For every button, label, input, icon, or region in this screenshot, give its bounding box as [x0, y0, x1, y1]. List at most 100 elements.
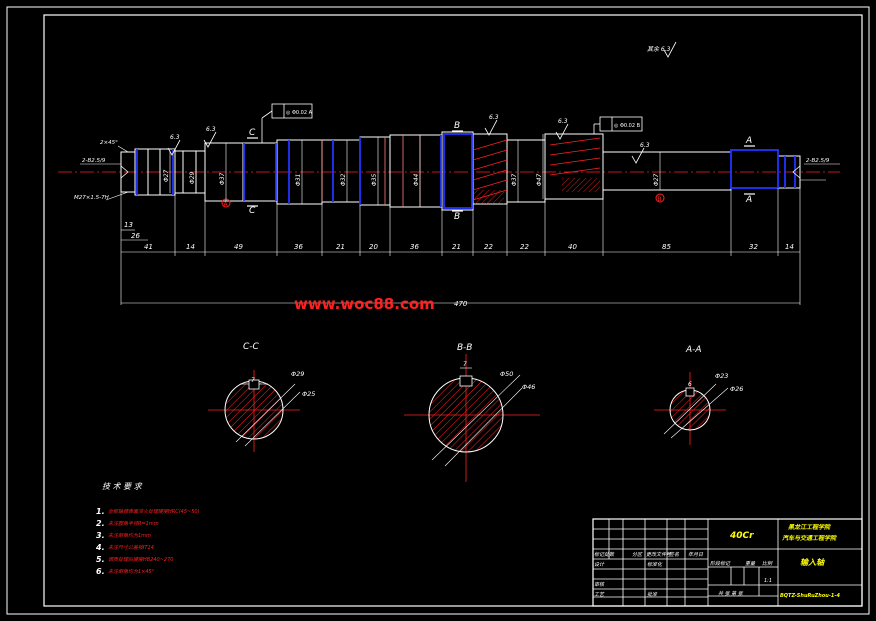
dim-overall: 470 [454, 300, 468, 308]
section-bb-title: B-B [457, 343, 472, 353]
section-mark-a-top: A [745, 136, 752, 146]
section-cc-d-outer: Φ29 [291, 370, 304, 378]
step-edges [321, 135, 421, 207]
dim-49: 49 [234, 243, 243, 251]
section-aa-d-outer: Φ23 [715, 372, 728, 380]
tb-label-change-doc: 更改文件号 [646, 551, 672, 558]
diameter-label-4: Φ31 [295, 174, 302, 186]
dim-36b: 36 [410, 243, 419, 251]
tech-req-item-3: 未注倒角均为1mm [108, 532, 151, 539]
tb-school-line2: 汽车与交通工程学院 [782, 534, 837, 542]
section-aa-d-inner: Φ26 [730, 385, 743, 393]
diameter-label-3: Φ37 [219, 172, 226, 185]
tb-label-scale: 比例 [762, 560, 773, 567]
shaft-main-view: C C B B A A A B 6.3 6 [58, 41, 840, 308]
diameter-label-8: Φ37 [511, 173, 518, 186]
section-aa-key-width: 6 [688, 381, 692, 388]
section-mark-b-bottom: B [454, 212, 460, 222]
section-view-bb: B-B 7 Φ50 Φ46 [404, 343, 540, 482]
center-hole-left [120, 165, 129, 179]
tb-drawing-name: 输入轴 [800, 558, 825, 567]
tb-label-approve: 批准 [647, 591, 658, 598]
diameter-label-9: Φ47 [536, 173, 543, 186]
datum-a-label: A [224, 201, 229, 208]
dim-22a: 22 [484, 243, 493, 251]
spline-edges [136, 133, 796, 209]
roughness-label-4: 6.3 [558, 118, 568, 125]
section-aa-title: A-A [685, 345, 702, 355]
diameter-label-5: Φ32 [340, 173, 347, 186]
section-bb-d-inner: Φ46 [522, 383, 535, 391]
datum-b-circle [655, 193, 665, 203]
tech-req-num-6: 6. [96, 567, 105, 576]
diameter-label-7: Φ44 [413, 173, 420, 186]
dim-21b: 21 [452, 243, 461, 251]
tb-school-line1: 黑龙江工程学院 [788, 523, 831, 531]
tb-label-stage: 阶段标记 [710, 560, 731, 567]
end-label-right: 2-B2.5/9 [806, 158, 830, 164]
tb-label-weight: 重量 [745, 560, 756, 567]
dim-41: 41 [144, 243, 153, 251]
datum-b-label: B [658, 196, 662, 203]
top-right-roughness: 其余 6.3 [647, 45, 671, 53]
tech-req-item-2: 未注圆角半径R=1mm [108, 520, 159, 527]
tb-label-check: 审核 [594, 581, 605, 588]
technical-requirements: 技 术 要 求 1. 2. 3. 4. 5. 6. 全部轴颈表面淬火处理硬度HR… [95, 482, 200, 576]
inner-frame [43, 14, 863, 607]
tolerance-frame-2: ◎ Φ0.02 B [593, 116, 643, 134]
tb-label-process: 工艺 [594, 591, 605, 598]
roughness-label-3: 6.3 [489, 114, 499, 121]
dim-36a: 36 [294, 243, 303, 251]
watermark: www.woc88.com [294, 295, 435, 313]
shaft-outline [120, 131, 801, 211]
dim-14: 14 [186, 243, 195, 251]
tech-req-item-5: 调质处理后硬度HB240~270 [108, 556, 173, 563]
top-right-roughness-symbol [663, 41, 677, 58]
tech-req-num-2: 2. [96, 519, 105, 528]
section-view-cc: C-C 7 Φ29 Φ25 [208, 342, 315, 452]
tech-req-item-4: 未注尺寸公差按IT14 [108, 544, 154, 551]
roughness-label-1: 6.3 [170, 134, 180, 141]
title-block [592, 518, 863, 607]
dim-85: 85 [662, 243, 671, 251]
tech-req-num-4: 4. [95, 543, 105, 552]
section-mark-b-top: B [454, 121, 460, 131]
dim-40: 40 [568, 243, 577, 251]
dim-22b: 22 [520, 243, 529, 251]
section-cc-d-inner: Φ25 [302, 390, 315, 398]
gear-hatch-right [562, 178, 600, 192]
tb-label-design: 设计 [594, 561, 605, 568]
diameter-label-10: Φ27 [653, 173, 660, 186]
section-mark-c-bottom: C [249, 206, 256, 216]
section-cc-title: C-C [243, 342, 260, 352]
tb-label-zone: 分区 [632, 551, 643, 558]
diameter-label-6: Φ35 [371, 173, 378, 186]
gear-teeth-right [549, 137, 601, 176]
section-mark-c-top: C [249, 128, 256, 138]
section-view-aa: A-A 6 Φ23 Φ26 [654, 345, 743, 445]
roughness-label-2: 6.3 [206, 126, 216, 133]
section-bb-key-width: 7 [463, 361, 467, 368]
tb-label-date: 年月日 [688, 551, 704, 558]
tb-label-marks: 标记处数 [594, 551, 615, 558]
gear-hatch-left [474, 190, 504, 204]
tech-req-num-3: 3. [96, 531, 105, 540]
tb-scale-value: 1:1 [764, 578, 772, 584]
dim-20: 20 [369, 243, 378, 251]
dim-26: 26 [131, 232, 140, 240]
tech-req-num-5: 5. [96, 555, 105, 564]
outer-frame [6, 6, 870, 615]
diameter-label-1: Φ27 [163, 169, 170, 182]
tech-req-item-6: 未注倒角均为1×45° [108, 568, 155, 575]
section-bb-d-outer: Φ50 [500, 370, 513, 378]
tb-material: 40Cr [729, 531, 754, 541]
svg-text:◎ Φ0.02 A: ◎ Φ0.02 A [286, 110, 313, 116]
dim-21a: 21 [336, 243, 345, 251]
tech-req-num-1: 1. [96, 507, 105, 516]
section-cc-key-width: 7 [251, 377, 255, 384]
dim-13: 13 [124, 221, 133, 229]
tech-req-item-1: 全部轴颈表面淬火处理硬度HRC(45~50) [108, 508, 200, 515]
center-hole-right [792, 165, 801, 179]
chamfer-label: 2×45° [100, 140, 118, 146]
